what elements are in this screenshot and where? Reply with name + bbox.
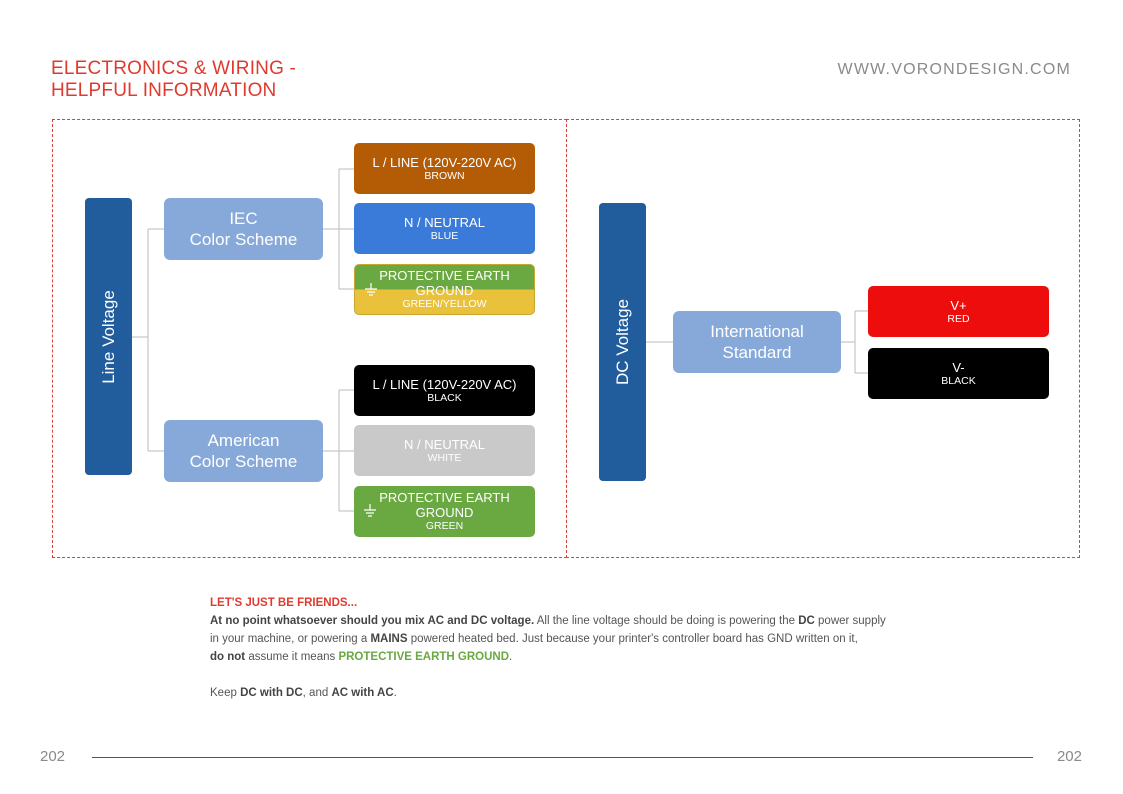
note-text: . <box>509 651 513 663</box>
note-text: assume it means <box>245 651 339 663</box>
american-earth-wire: PROTECTIVE EARTH GROUND GREEN <box>354 486 535 537</box>
note-text: powered heated bed. Just because your pr… <box>407 633 858 645</box>
ground-icon <box>365 283 377 296</box>
iec-neutral-wire-name: N / NEUTRAL <box>404 214 485 230</box>
iec-line-wire-color: BROWN <box>424 169 465 182</box>
american-color-scheme-box: American Color Scheme <box>164 420 323 482</box>
american-line-wire-color: BLACK <box>427 391 462 404</box>
iec-label-line2: Color Scheme <box>189 230 298 249</box>
page-title-line2: HELPFUL INFORMATION <box>51 80 277 101</box>
iec-earth-wire: PROTECTIVE EARTH GROUND GREEN/YELLOW <box>354 264 535 315</box>
american-line-wire: L / LINE (120V-220V AC) BLACK <box>354 365 535 416</box>
american-line-wire-name: L / LINE (120V-220V AC) <box>372 376 517 392</box>
note-emphasis: DC <box>798 615 815 627</box>
iec-earth-wire-color: GREEN/YELLOW <box>402 298 487 310</box>
american-neutral-wire-color: WHITE <box>427 451 462 464</box>
page-title: ELECTRONICS & WIRING - HELPFUL INFORMATI… <box>51 58 296 102</box>
page-title-line1: ELECTRONICS & WIRING - <box>51 58 297 79</box>
dc-negative-wire-name: V- <box>952 359 965 375</box>
note-emphasis: DC with DC <box>240 687 303 699</box>
note-emphasis: AC with AC <box>331 687 394 699</box>
dc-voltage-label: DC Voltage <box>612 299 632 385</box>
note-line4: Keep DC with DC, and AC with AC. <box>210 684 940 702</box>
american-earth-wire-name-line1: PROTECTIVE EARTH <box>379 490 510 505</box>
iec-label-line1: IEC <box>229 209 258 228</box>
american-label-line2: Color Scheme <box>189 452 298 471</box>
iec-color-scheme-box: IEC Color Scheme <box>164 198 323 260</box>
iec-line-wire: L / LINE (120V-220V AC) BROWN <box>354 143 535 194</box>
note-emphasis: MAINS <box>370 633 408 645</box>
note-text: . <box>393 687 397 699</box>
dc-positive-wire-name: V+ <box>950 297 967 313</box>
iec-neutral-wire-color: BLUE <box>430 229 459 242</box>
note-heading: LET'S JUST BE FRIENDS... <box>210 597 358 609</box>
dc-voltage-bar: DC Voltage <box>599 203 646 481</box>
note-emphasis: do not <box>210 651 246 663</box>
iec-line-wire-name: L / LINE (120V-220V AC) <box>372 154 517 170</box>
american-neutral-wire: N / NEUTRAL WHITE <box>354 425 535 476</box>
note-green-emphasis: PROTECTIVE EARTH GROUND <box>338 651 510 663</box>
note-spacer <box>210 666 940 684</box>
page-number-right: 202 <box>1056 748 1082 765</box>
note-text: , and <box>302 687 332 699</box>
page-number-left: 202 <box>40 748 66 765</box>
dc-positive-wire: V+ RED <box>868 286 1049 337</box>
website-link[interactable]: WWW.VORONDESIGN.COM <box>837 61 1071 78</box>
iec-earth-wire-name-line2: GROUND <box>415 283 474 298</box>
ground-icon <box>364 504 376 517</box>
iec-earth-wire-name-line1: PROTECTIVE EARTH <box>379 268 510 283</box>
dc-negative-wire: V- BLACK <box>868 348 1049 399</box>
standard-label-line1: International <box>710 322 804 341</box>
note-line2: in your machine, or powering a MAINS pow… <box>210 630 940 648</box>
friendly-warning-note: LET'S JUST BE FRIENDS... At no point wha… <box>210 594 940 702</box>
iec-neutral-wire: N / NEUTRAL BLUE <box>354 203 535 254</box>
standard-label-line2: Standard <box>722 343 792 362</box>
note-text: in your machine, or powering a <box>210 633 371 645</box>
american-label-line1: American <box>207 431 280 450</box>
dc-positive-wire-color: RED <box>947 312 970 325</box>
note-line3: do not assume it means PROTECTIVE EARTH … <box>210 648 940 666</box>
american-earth-wire-name-line2: GROUND <box>415 505 474 520</box>
dc-voltage-panel <box>566 119 1080 558</box>
dc-negative-wire-color: BLACK <box>941 374 976 387</box>
footer-divider <box>92 757 1033 758</box>
line-voltage-label: Line Voltage <box>98 289 118 384</box>
line-voltage-bar: Line Voltage <box>85 198 132 475</box>
note-text: All the line voltage should be doing is … <box>534 615 799 627</box>
international-standard-box: International Standard <box>673 311 841 373</box>
note-text: power supply <box>814 615 886 627</box>
note-text: Keep <box>210 687 241 699</box>
american-earth-wire-color: GREEN <box>425 520 464 532</box>
note-emphasis: At no point whatsoever should you mix AC… <box>210 615 535 627</box>
note-line1: At no point whatsoever should you mix AC… <box>210 612 940 630</box>
american-neutral-wire-name: N / NEUTRAL <box>404 436 485 452</box>
